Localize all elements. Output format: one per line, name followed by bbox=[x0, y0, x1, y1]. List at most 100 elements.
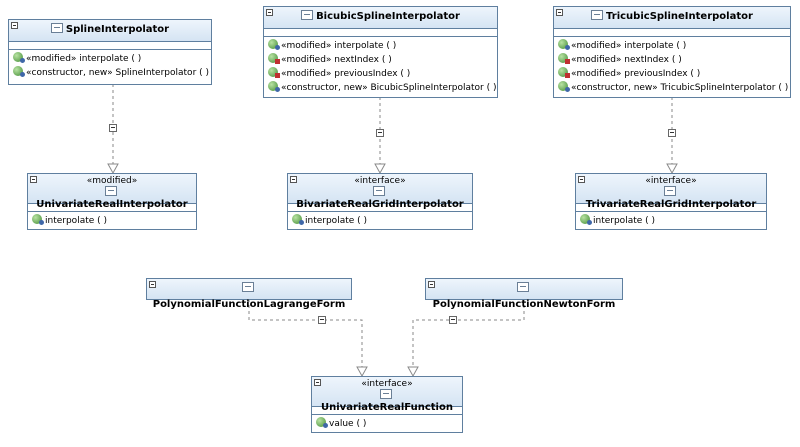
method-icon bbox=[580, 214, 592, 225]
class-box-bicubic-spline-interpolator[interactable]: BicubicSplineInterpolator «modified» int… bbox=[263, 6, 498, 98]
pin-icon bbox=[556, 9, 563, 16]
attribute-compartment bbox=[576, 204, 766, 212]
class-icon bbox=[50, 23, 63, 33]
method-row[interactable]: «modified» nextIndex ( ) bbox=[268, 53, 493, 67]
class-box-tricubic-spline-interpolator[interactable]: TricubicSplineInterpolator «modified» in… bbox=[553, 6, 791, 98]
pin-icon bbox=[314, 379, 321, 386]
pin-icon bbox=[266, 9, 273, 16]
private-method-icon bbox=[268, 67, 280, 78]
attribute-compartment bbox=[288, 204, 472, 212]
method-row[interactable]: «modified» previousIndex ( ) bbox=[268, 67, 493, 81]
pin-icon bbox=[30, 176, 37, 183]
attribute-compartment bbox=[264, 29, 497, 37]
class-name: TrivariateRealGridInterpolator bbox=[585, 199, 757, 210]
method-icon bbox=[13, 66, 25, 77]
class-box-spline-interpolator[interactable]: SplineInterpolator «modified» interpolat… bbox=[8, 19, 212, 85]
attribute-compartment bbox=[554, 29, 790, 37]
class-name: PolynomialFunctionLagrangeForm bbox=[152, 299, 346, 310]
class-name: SplineInterpolator bbox=[65, 24, 170, 35]
interface-icon bbox=[372, 186, 385, 196]
edge-marker-icon[interactable] bbox=[109, 124, 117, 132]
class-header: SplineInterpolator bbox=[9, 20, 211, 42]
class-name: UnivariateRealInterpolator bbox=[36, 199, 188, 210]
method-icon bbox=[558, 81, 570, 92]
method-row[interactable]: value ( ) bbox=[316, 417, 458, 431]
edge-marker-icon[interactable] bbox=[668, 129, 676, 137]
interface-icon bbox=[663, 186, 676, 196]
method-row[interactable]: «modified» nextIndex ( ) bbox=[558, 53, 786, 67]
method-compartment: «modified» interpolate ( ) «modified» ne… bbox=[554, 37, 790, 98]
class-icon bbox=[591, 10, 604, 20]
method-compartment: interpolate ( ) bbox=[28, 212, 196, 231]
class-name: TricubicSplineInterpolator bbox=[606, 11, 753, 22]
method-row[interactable]: interpolate ( ) bbox=[292, 214, 468, 228]
realization-arrowhead bbox=[356, 366, 368, 378]
method-compartment: «modified» interpolate ( ) «constructor,… bbox=[9, 50, 211, 83]
method-icon bbox=[268, 81, 280, 92]
class-header: «modified» UnivariateRealInterpolator bbox=[28, 174, 196, 210]
method-compartment: «modified» interpolate ( ) «modified» ne… bbox=[264, 37, 497, 98]
class-header: PolynomialFunctionNewtonForm bbox=[426, 279, 622, 310]
method-icon bbox=[13, 52, 25, 63]
class-name: PolynomialFunctionNewtonForm bbox=[432, 299, 616, 310]
class-box-bivariate-real-grid-interpolator[interactable]: «interface» BivariateRealGridInterpolato… bbox=[287, 173, 473, 230]
private-method-icon bbox=[558, 67, 570, 78]
class-box-univariate-real-interpolator[interactable]: «modified» UnivariateRealInterpolator in… bbox=[27, 173, 197, 230]
realization-arrowhead bbox=[407, 366, 419, 378]
method-row[interactable]: «constructor, new» SplineInterpolator ( … bbox=[13, 66, 209, 80]
method-icon bbox=[268, 39, 280, 50]
class-name: BicubicSplineInterpolator bbox=[316, 11, 460, 22]
edge-newton-to-function bbox=[412, 299, 525, 368]
private-method-icon bbox=[558, 53, 570, 64]
stereotype-label: «interface» bbox=[361, 379, 413, 389]
class-name: UnivariateRealFunction bbox=[321, 402, 453, 413]
class-icon bbox=[516, 282, 529, 292]
realization-arrowhead bbox=[666, 163, 678, 175]
attribute-compartment bbox=[312, 407, 462, 415]
edge-marker-icon[interactable] bbox=[449, 316, 457, 324]
method-row[interactable]: «constructor, new» TricubicSplineInterpo… bbox=[558, 81, 788, 95]
class-header: TricubicSplineInterpolator bbox=[554, 7, 790, 29]
class-name: BivariateRealGridInterpolator bbox=[296, 199, 464, 210]
method-row[interactable]: interpolate ( ) bbox=[580, 214, 762, 228]
class-header: «interface» UnivariateRealFunction bbox=[312, 377, 462, 413]
edge-lagrange-to-function bbox=[248, 299, 363, 368]
method-row[interactable]: «modified» interpolate ( ) bbox=[13, 52, 207, 66]
realization-arrowhead bbox=[107, 163, 119, 175]
realization-arrowhead bbox=[374, 163, 386, 175]
pin-icon bbox=[290, 176, 297, 183]
interface-icon bbox=[104, 186, 117, 196]
class-header: «interface» BivariateRealGridInterpolato… bbox=[288, 174, 472, 210]
class-icon bbox=[241, 282, 254, 292]
class-icon bbox=[301, 10, 314, 20]
stereotype-label: «modified» bbox=[86, 176, 138, 186]
method-row[interactable]: interpolate ( ) bbox=[32, 214, 192, 228]
class-box-trivariate-real-grid-interpolator[interactable]: «interface» TrivariateRealGridInterpolat… bbox=[575, 173, 767, 230]
edge-marker-icon[interactable] bbox=[318, 316, 326, 324]
method-icon bbox=[558, 39, 570, 50]
class-box-polynomial-function-lagrange-form[interactable]: PolynomialFunctionLagrangeForm bbox=[146, 278, 352, 310]
method-compartment: interpolate ( ) bbox=[288, 212, 472, 231]
method-compartment: interpolate ( ) bbox=[576, 212, 766, 231]
stereotype-label: «interface» bbox=[354, 176, 406, 186]
attribute-compartment bbox=[28, 204, 196, 212]
class-box-polynomial-function-newton-form[interactable]: PolynomialFunctionNewtonForm bbox=[425, 278, 623, 310]
method-row[interactable]: «modified» interpolate ( ) bbox=[558, 39, 786, 53]
pin-icon bbox=[578, 176, 585, 183]
pin-icon bbox=[149, 281, 156, 288]
method-row[interactable]: «constructor, new» BicubicSplineInterpol… bbox=[268, 81, 497, 95]
private-method-icon bbox=[268, 53, 280, 64]
class-header: BicubicSplineInterpolator bbox=[264, 7, 497, 29]
method-icon bbox=[32, 214, 44, 225]
method-icon bbox=[316, 417, 328, 428]
method-row[interactable]: «modified» interpolate ( ) bbox=[268, 39, 493, 53]
stereotype-label: «interface» bbox=[645, 176, 697, 186]
attribute-compartment bbox=[9, 42, 211, 50]
method-row[interactable]: «modified» previousIndex ( ) bbox=[558, 67, 786, 81]
pin-icon bbox=[428, 281, 435, 288]
class-box-univariate-real-function[interactable]: «interface» UnivariateRealFunction value… bbox=[311, 376, 463, 433]
edge-marker-icon[interactable] bbox=[376, 129, 384, 137]
method-icon bbox=[292, 214, 304, 225]
interface-icon bbox=[379, 389, 392, 399]
